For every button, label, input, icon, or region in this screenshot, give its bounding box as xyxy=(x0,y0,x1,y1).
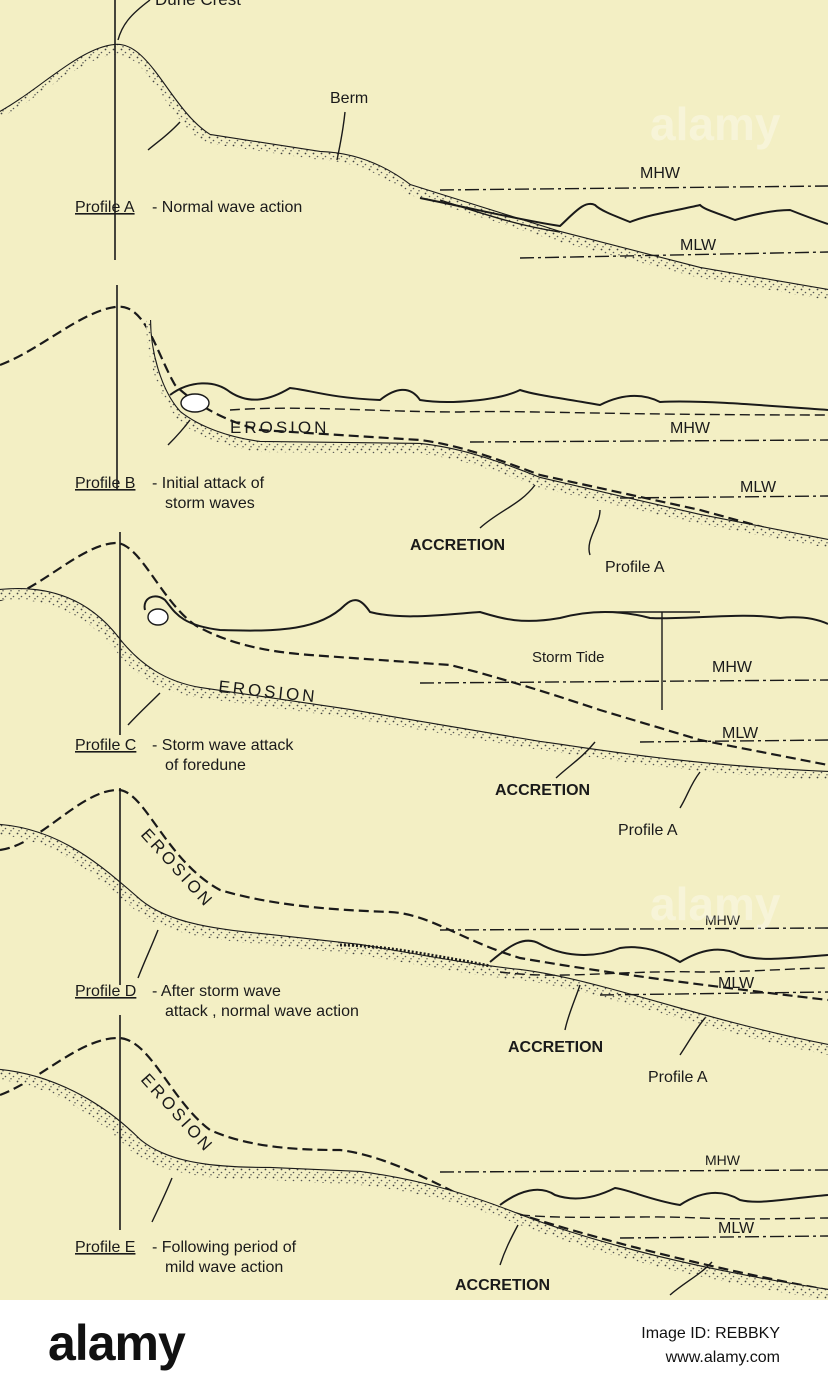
waves-c xyxy=(143,595,828,632)
accretion-label-d: ACCRETION xyxy=(508,1039,603,1056)
waves-d xyxy=(489,939,828,964)
profile-e-desc2: mild wave action xyxy=(165,1259,283,1276)
accretion-c-leader xyxy=(555,741,596,779)
profile-c-panel xyxy=(0,532,828,809)
waves-b-dashed xyxy=(229,407,828,416)
mhw-label-a: MHW xyxy=(640,165,681,182)
profile-a-ref-label-b: Profile A xyxy=(605,559,665,576)
profile-b-dashed-profile-a xyxy=(0,305,828,547)
image-id-block: Image ID: REBBKY www.alamy.com xyxy=(641,1322,780,1370)
stock-footer: alamy Image ID: REBBKY www.alamy.com xyxy=(0,1300,828,1390)
profile-b-panel xyxy=(0,285,828,556)
profile-a-ref-label-d: Profile A xyxy=(648,1069,708,1086)
waves-d-dashed xyxy=(499,967,828,976)
profile-e-leader xyxy=(151,1177,173,1223)
watermark-bottom: alamy xyxy=(650,878,781,930)
profile-c-desc1: - Storm wave attack xyxy=(152,737,294,754)
mhw-line-d xyxy=(439,927,828,931)
mlw-label-b: MLW xyxy=(740,479,777,496)
dune-crest-label: Dune Crest xyxy=(155,0,241,9)
alamy-logo: alamy xyxy=(48,1315,186,1371)
profile-e-id: Profile E xyxy=(75,1239,135,1256)
profile-diagram: Dune Crest Berm Profile A - Normal wave … xyxy=(0,0,828,1300)
mhw-label-d: MHW xyxy=(705,912,741,928)
erosion-label-d: EROSION xyxy=(137,825,218,912)
mlw-line-b xyxy=(619,495,828,499)
profile-d-panel xyxy=(0,788,828,1056)
profile-d-line xyxy=(0,823,828,1047)
mlw-line-c xyxy=(639,739,828,743)
profile-a-ref-c-leader xyxy=(679,771,701,809)
mlw-line-a xyxy=(519,251,828,259)
mhw-line-a xyxy=(439,185,828,191)
profile-b-id: Profile B xyxy=(75,475,135,492)
accretion-e-leader xyxy=(499,1224,519,1266)
mlw-line-e xyxy=(619,1235,828,1239)
profile-a-ref-b-leader xyxy=(588,509,601,556)
storm-tide-label: Storm Tide xyxy=(532,649,605,666)
profile-a-leader xyxy=(147,121,181,151)
profile-d-sand xyxy=(0,825,828,1055)
accretion-d-leader xyxy=(564,984,581,1031)
mlw-label-e: MLW xyxy=(718,1220,755,1237)
profile-e-panel xyxy=(0,1015,828,1300)
profile-b-desc1: - Initial attack of xyxy=(152,475,265,492)
profile-d-desc2: attack , normal wave action xyxy=(165,1003,359,1020)
accretion-label-b: ACCRETION xyxy=(410,537,505,554)
berm-leader xyxy=(336,111,346,161)
profile-d-id: Profile D xyxy=(75,983,136,1000)
mhw-label-e: MHW xyxy=(705,1152,741,1168)
profile-b-desc2: storm waves xyxy=(165,495,255,512)
waves-e xyxy=(499,1186,828,1207)
erosion-label-e: EROSION xyxy=(137,1070,218,1157)
image-id: Image ID: REBBKY xyxy=(641,1325,780,1342)
mhw-line-c xyxy=(419,679,828,684)
accretion-b-leader xyxy=(479,484,536,529)
profile-a-sand xyxy=(0,44,828,300)
profile-d-debris xyxy=(339,943,491,968)
mlw-label-a: MLW xyxy=(680,237,717,254)
profile-b-leader xyxy=(167,419,191,446)
berm-label: Berm xyxy=(330,90,368,107)
mlw-label-d: MLW xyxy=(718,975,755,992)
profile-e-desc1: - Following period of xyxy=(152,1239,297,1256)
profile-a-panel xyxy=(0,0,828,300)
waves-e-dashed xyxy=(519,1214,828,1220)
profile-c-leader xyxy=(127,692,161,726)
profile-c-desc2: of foredune xyxy=(165,757,246,774)
profile-d-leader xyxy=(137,929,159,979)
mhw-line-b xyxy=(469,439,828,443)
profile-e-dashed-profile-a xyxy=(0,1036,828,1292)
erosion-label-b: EROSION xyxy=(230,418,329,437)
watermark-top: alamy xyxy=(650,98,781,150)
dune-crest-leader xyxy=(117,0,151,41)
mhw-label-b: MHW xyxy=(670,420,711,437)
profile-b-breaker-foam xyxy=(180,393,210,413)
profile-c-dashed-profile-a xyxy=(0,541,828,767)
beach-profile-figure: Dune Crest Berm Profile A - Normal wave … xyxy=(0,0,828,1300)
site-url: www.alamy.com xyxy=(665,1349,780,1366)
waves-b xyxy=(169,382,828,411)
mhw-line-e xyxy=(439,1169,828,1173)
profile-c-id: Profile C xyxy=(75,737,136,754)
profile-a-ref-d-leader xyxy=(679,1017,706,1056)
wave-under-a xyxy=(439,199,561,233)
accretion-label-e: ACCRETION xyxy=(455,1277,550,1294)
profile-d-dashed-profile-a xyxy=(0,788,828,1002)
accretion-label-c: ACCRETION xyxy=(495,782,590,799)
profile-a-ref-e-leader xyxy=(669,1261,713,1296)
profile-d-desc1: - After storm wave xyxy=(152,983,281,1000)
profile-e-sand xyxy=(0,1070,828,1300)
profile-c-sand xyxy=(0,589,828,780)
profile-a-desc: - Normal wave action xyxy=(152,199,302,216)
profile-a-ref-label-c: Profile A xyxy=(618,822,678,839)
mlw-line-d xyxy=(599,991,828,996)
profile-a-id: Profile A xyxy=(75,199,135,216)
profile-c-breaker-foam xyxy=(147,608,169,626)
profile-e-line xyxy=(0,1068,828,1292)
mhw-label-c: MHW xyxy=(712,659,753,676)
mlw-label-c: MLW xyxy=(722,725,759,742)
waves-a xyxy=(419,197,828,228)
